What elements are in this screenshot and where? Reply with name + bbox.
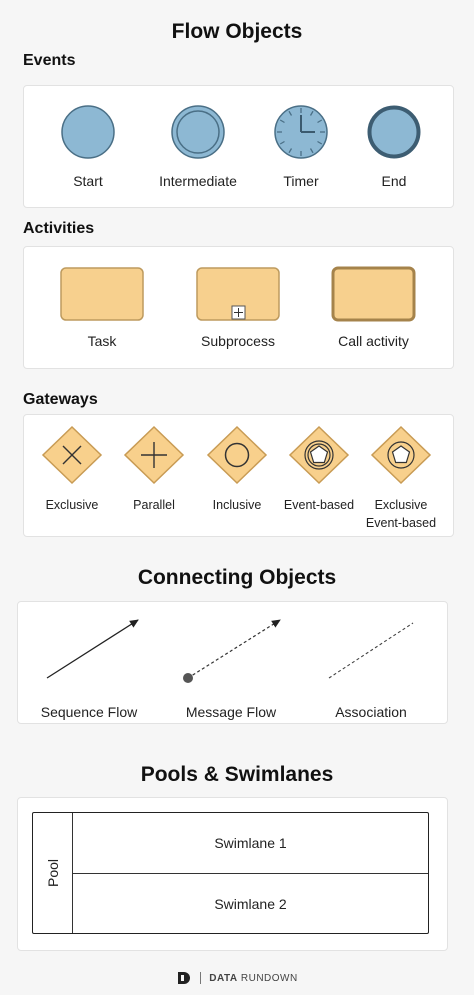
inclusive-gateway-icon [206,425,268,485]
activities-heading: Activities [23,220,95,237]
activity-label-subprocess: Subprocess [201,333,275,349]
event-based-gateway-icon [288,425,350,485]
intermediate-event-icon [171,105,225,159]
event-label-intermediate: Intermediate [159,173,237,189]
events-heading: Events [23,52,76,69]
gateway-label-event-based: Event-based [283,498,355,512]
exclusive-event-based-gateway-icon [370,425,432,485]
exclusive-gateway-icon [41,425,103,485]
connecting-objects-title: Connecting Objects [137,566,337,589]
activity-label-call-activity: Call activity [338,333,409,349]
end-event-icon [367,105,421,159]
subprocess-icon [196,267,280,321]
pool-label: Pool [44,858,61,888]
swimlane-2-label: Swimlane 2 [214,895,287,912]
swimlane-2: Swimlane 2 [73,874,428,933]
event-label-start: Start [73,173,103,189]
pool: Pool Swimlane 1 Swimlane 2 [32,812,429,934]
gateway-label-exclusive-event-based-1: Exclusive [374,498,428,512]
gateways-heading: Gateways [23,391,98,408]
connector-label-message-flow: Message Flow [185,704,277,720]
brand-footer: DATA RUNDOWN [0,968,474,988]
brand-name: DATA RUNDOWN [209,972,298,984]
event-label-end: End [381,173,407,189]
brand-separator [200,972,202,984]
flow-objects-title: Flow Objects [171,20,303,43]
swimlane-1: Swimlane 1 [73,813,428,874]
gateway-label-inclusive: Inclusive [212,498,262,512]
timer-event-icon [274,105,328,159]
connector-label-sequence-flow: Sequence Flow [40,704,138,720]
start-event-icon [61,105,115,159]
task-icon [60,267,144,321]
gateway-label-parallel: Parallel [133,498,175,512]
pools-swimlanes-title: Pools & Swimlanes [140,763,334,786]
activity-label-task: Task [87,333,117,349]
call-activity-icon [331,266,416,322]
connector-label-association: Association [335,704,407,720]
association-line [328,622,414,679]
parallel-gateway-icon [123,425,185,485]
event-label-timer: Timer [283,173,319,189]
data-rundown-logo-icon [178,972,191,984]
connecting-card [17,601,448,724]
gateway-label-exclusive: Exclusive [45,498,99,512]
swimlane-1-label: Swimlane 1 [214,835,287,851]
message-flow-arrow [183,619,281,683]
gateway-label-exclusive-event-based-2: Event-based [365,516,437,530]
pool-header: Pool [33,813,73,933]
sequence-flow-arrow [46,619,139,679]
